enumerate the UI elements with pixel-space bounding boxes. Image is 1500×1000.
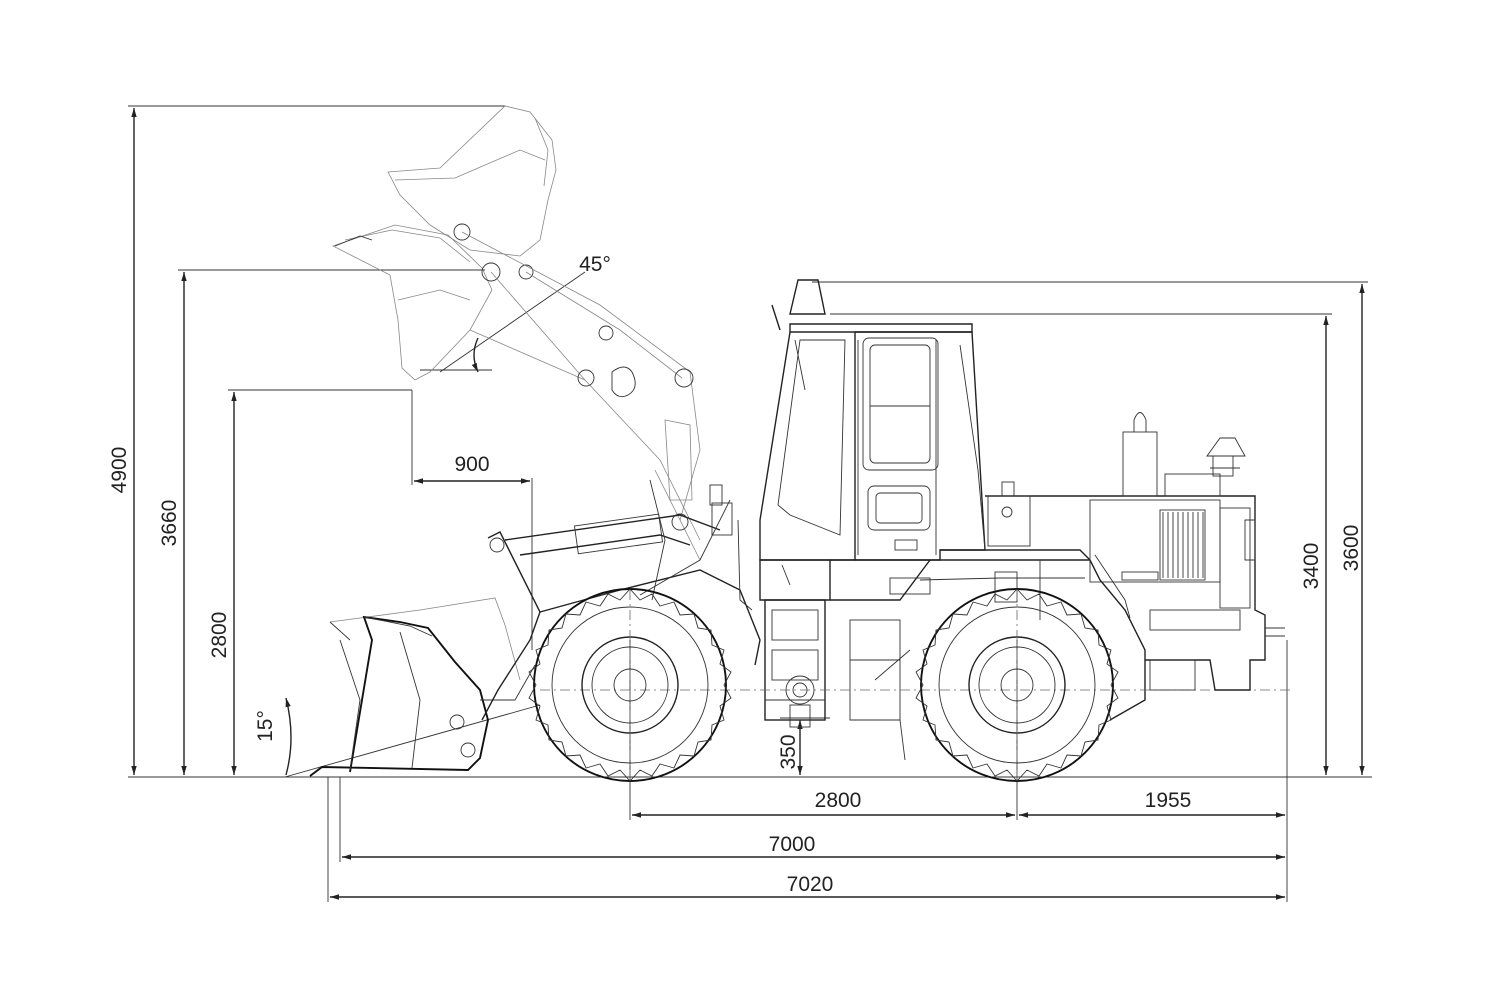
front-wheel [528,588,732,782]
dim-extension-lines [327,640,1288,902]
label-reach: 900 [454,453,489,476]
label-rear-overhang: 1955 [1145,789,1192,812]
dim-length-body: 7000 [342,833,1285,860]
lowered-bucket [309,597,536,777]
label-overall-height: 3600 [1340,525,1363,572]
dim-dump-angle: 45° [420,253,611,373]
rear-wheel [915,588,1119,782]
dim-reach: 900 [411,390,533,650]
label-dump-height: 3660 [158,500,181,547]
dim-rear-overhang: 1955 [1019,789,1285,818]
label-wheelbase: 2800 [815,789,862,812]
label-ground-clearance: 350 [777,734,800,769]
dim-hinge-height: 2800 [208,389,412,775]
dim-dump-height: 3660 [158,269,485,775]
dim-max-height: 4900 [108,105,505,775]
label-rollback-angle: 15° [254,710,277,742]
dim-rollback-angle: 15° [254,697,541,778]
dim-ground-clearance: 350 [777,717,830,775]
cab [759,279,986,561]
dim-wheelbase: 2800 [632,789,1015,818]
engine-grille [1162,512,1204,578]
label-hinge-height: 2800 [208,612,231,659]
dim-cab-height: 3400 [830,313,1332,775]
label-max-height: 4900 [108,447,131,494]
dim-overall-height: 3600 [812,281,1368,775]
chassis [759,549,1146,761]
lift-arms [481,479,761,721]
engine-compartment [985,412,1285,691]
label-length-overall: 7020 [787,873,834,896]
dim-length-overall: 7020 [330,873,1285,900]
articulation-joint [540,564,1290,728]
raised-bucket-outline [331,105,701,561]
label-length-body: 7000 [769,833,816,856]
label-dump-angle: 45° [579,253,611,276]
label-cab-height: 3400 [1300,543,1323,590]
